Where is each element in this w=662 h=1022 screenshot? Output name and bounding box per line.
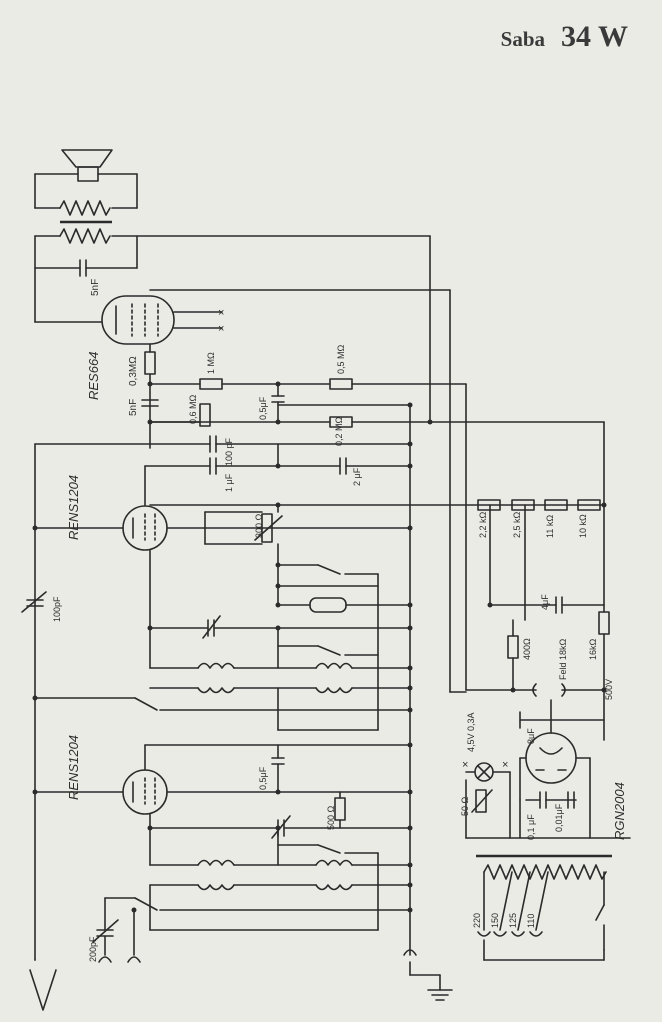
r-50-label: 50 Ω: [460, 796, 470, 816]
c-4uf-label: 4μF: [540, 594, 550, 610]
v-500-label: 500V: [604, 679, 614, 700]
tap-150-label: 150: [490, 913, 500, 928]
tap-125-label: 125: [508, 913, 518, 928]
svg-text:×: ×: [502, 759, 508, 771]
c-200pf-label: 200pF: [88, 936, 98, 962]
antenna-icon: [29, 969, 57, 1011]
output-tube-label: RES664: [86, 352, 101, 400]
r-06m-label: 0,6 MΩ: [188, 394, 198, 424]
rf-tube-2: RENS1204: [66, 735, 168, 815]
diagram-title: Saba 34 W: [501, 20, 628, 54]
c-05uf-b-label: 0,5μF: [258, 766, 268, 790]
rectifier-label: RGN2004: [612, 782, 627, 840]
r-400-label: 400Ω: [522, 638, 532, 660]
r-10k-label: 10 kΩ: [578, 514, 588, 538]
r-02m-label: 0,2 MΩ: [334, 416, 344, 446]
r-11k-label: 11 kΩ: [545, 515, 555, 538]
svg-text:×: ×: [218, 323, 224, 335]
rf-tube-1: RENS1204: [66, 475, 168, 551]
dial-lamp-icon: [474, 762, 494, 782]
output-transformer: 5nF: [34, 220, 431, 323]
tap-110-label: 110: [526, 914, 536, 928]
feld-label: Feld 18kΩ: [558, 638, 568, 680]
ground-icon: [427, 989, 453, 1001]
svg-text:×: ×: [462, 759, 468, 771]
c-100pf-top-label: 100 pF: [224, 437, 234, 466]
c-speaker-label: 5nF: [90, 279, 101, 296]
r-1m-label: 1 MΩ: [206, 352, 216, 374]
c-100pf-left-label: 100pF: [52, 596, 62, 622]
r-grid-out-label: 0,3MΩ: [128, 356, 139, 386]
r-05m-label: 0,5 MΩ: [336, 344, 346, 374]
r-22k-label: 2,2 kΩ: [478, 511, 488, 538]
r-300-label: 300 Ω: [254, 513, 264, 538]
rectifier-tube: RGN2004: [525, 732, 627, 840]
loudspeaker-icon: [34, 149, 138, 216]
lamp-label: 4,5V 0,3A: [466, 712, 476, 752]
r-16k-label: 16kΩ: [588, 638, 598, 660]
model-label: 34 W: [561, 20, 628, 53]
c-001-label: 0,01μF: [554, 803, 564, 832]
c-1uf-label: 1 μF: [224, 473, 234, 492]
rf-tube-1-label: RENS1204: [66, 475, 81, 540]
r-500-label: 500 Ω: [326, 805, 336, 830]
c-01-label: 0,1 μF: [526, 814, 536, 840]
output-tube: × × RES664: [34, 295, 224, 400]
c-2uf-label: 2 μF: [352, 467, 362, 486]
brand-label: Saba: [500, 27, 546, 51]
c-8uf-label: 8μF: [526, 728, 536, 744]
junction-dots: [32, 381, 607, 913]
tap-220-label: 220: [472, 913, 482, 928]
rf-tube-2-label: RENS1204: [66, 735, 81, 800]
c-grid-out-label: 5nF: [128, 399, 139, 416]
mains-transformer: [476, 854, 612, 961]
c-05uf-label: 0,5μF: [258, 396, 268, 420]
r-25k-label: 2,5 kΩ: [512, 511, 522, 538]
svg-text:×: ×: [218, 307, 224, 319]
